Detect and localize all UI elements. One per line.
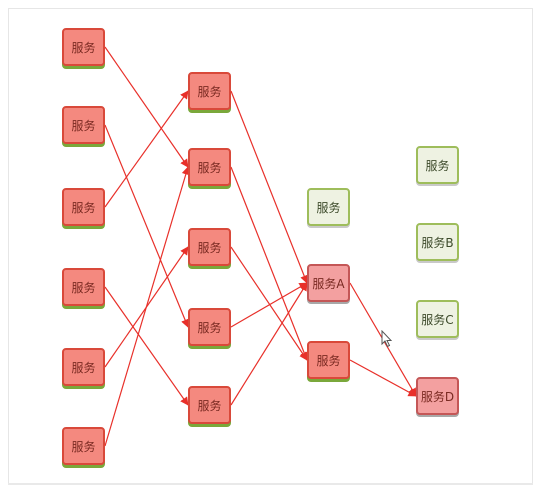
service-node-col1-4[interactable]: 服务 bbox=[62, 268, 105, 306]
service-node-col1-5[interactable]: 服务 bbox=[62, 348, 105, 386]
service-node-d[interactable]: 服务D bbox=[416, 377, 459, 415]
edge-c1n3-to-c2n1 bbox=[104, 90, 189, 208]
edge-c2n2-to-c3b bbox=[230, 166, 309, 361]
bottom-divider bbox=[8, 483, 533, 485]
edge-c2n1-to-c3a bbox=[230, 90, 309, 284]
service-node-col2-2[interactable]: 服务 bbox=[188, 148, 231, 186]
service-node-col2-4[interactable]: 服务 bbox=[188, 308, 231, 346]
edge-c1n4-to-c2n5 bbox=[104, 286, 189, 406]
service-node-b[interactable]: 服务B bbox=[416, 223, 459, 261]
edge-group bbox=[104, 46, 417, 447]
service-node-col2-1[interactable]: 服务 bbox=[188, 72, 231, 110]
edge-c1n2-to-c2n4 bbox=[104, 124, 190, 328]
service-node-col1-3[interactable]: 服务 bbox=[62, 188, 105, 226]
service-node-a[interactable]: 服务A bbox=[307, 264, 350, 302]
service-node-col3-bottom[interactable]: 服务 bbox=[307, 341, 350, 379]
service-node-col4-top[interactable]: 服务 bbox=[416, 146, 459, 184]
service-node-col2-5[interactable]: 服务 bbox=[188, 386, 231, 424]
service-node-c[interactable]: 服务C bbox=[416, 300, 459, 338]
service-node-col2-3[interactable]: 服务 bbox=[188, 228, 231, 266]
edge-c1n6-to-c2n2 bbox=[104, 166, 190, 447]
service-node-col1-6[interactable]: 服务 bbox=[62, 427, 105, 465]
mouse-cursor-icon bbox=[381, 330, 393, 348]
service-node-col1-1[interactable]: 服务 bbox=[62, 28, 105, 66]
edge-c1n1-to-c2n2 bbox=[104, 46, 189, 168]
edge-c3b-to-c4d bbox=[349, 359, 417, 397]
service-node-col1-2[interactable]: 服务 bbox=[62, 106, 105, 144]
service-node-col3-top[interactable]: 服务 bbox=[307, 188, 350, 226]
edge-c2n4-to-c3a bbox=[230, 282, 308, 328]
edge-c2n5-to-c3a bbox=[230, 282, 308, 406]
edge-c2n3-to-c3b bbox=[230, 246, 308, 361]
